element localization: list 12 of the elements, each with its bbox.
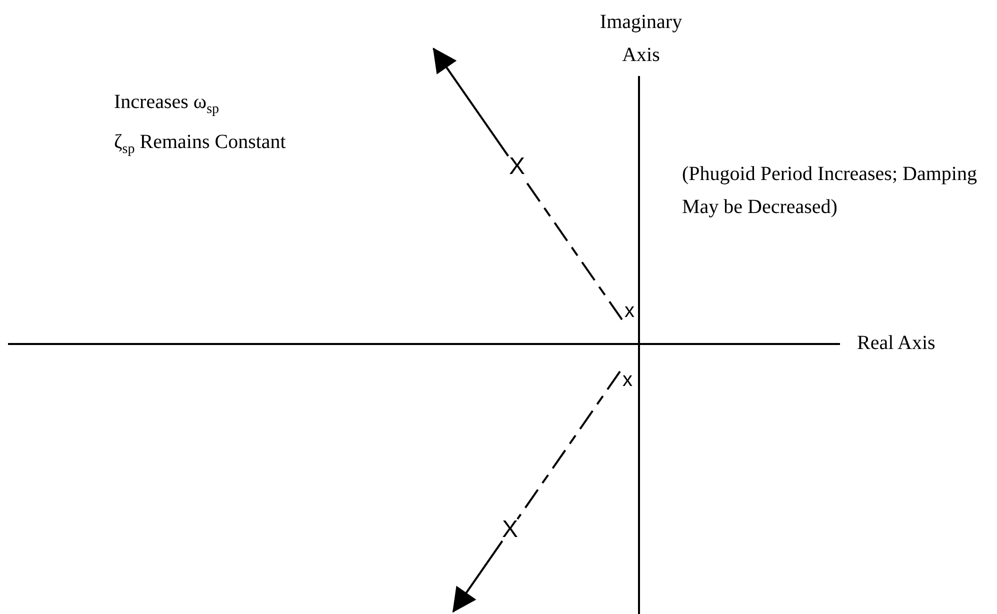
annotation-text: (Phugoid Period Increases; Damping May be Decreased)	[682, 162, 978, 220]
annotation-text: Increases ω$_{sp}$	[114, 90, 220, 119]
pole-marker: x	[622, 300, 637, 322]
pole-marker: x	[620, 369, 635, 391]
pole-marker: X	[508, 156, 526, 178]
locus-arrow	[432, 48, 510, 157]
annotation-text: ζ$_{sp}$ Remains Constant	[114, 130, 287, 159]
dashed-locus-line	[516, 370, 621, 520]
locus-arrow	[452, 540, 504, 613]
pole-marker: X	[501, 519, 519, 541]
axis-label: Real Axis	[857, 331, 936, 356]
axis-label: Imaginary Axis	[598, 10, 684, 68]
